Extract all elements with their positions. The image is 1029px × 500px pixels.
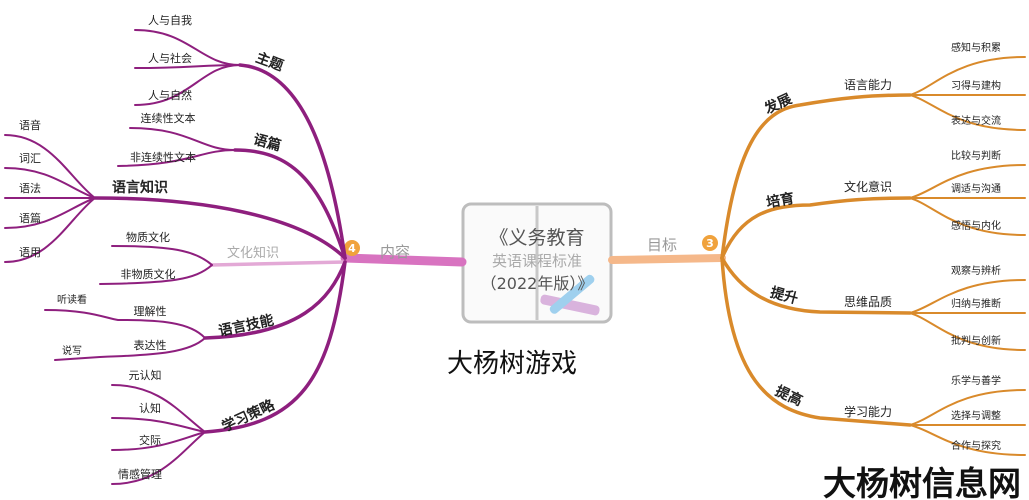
goal-leaf-label: 比较与判断 [951, 149, 1001, 162]
branch-line [111, 384, 206, 433]
leaf-label: 语篇 [19, 211, 41, 225]
goal-leaf-label: 批判与创新 [951, 334, 1001, 347]
goal-trunk [608, 254, 726, 264]
branch-line [44, 309, 206, 339]
branch-line [4, 134, 96, 199]
leaf-label: 非物质文化 [121, 267, 176, 281]
leaf-label: 人与自我 [148, 14, 192, 27]
branch-line [4, 167, 96, 199]
branch-line [720, 256, 912, 315]
branch-line [203, 260, 347, 434]
goal-leaf-label: 合作与探究 [951, 439, 1001, 452]
content-badge-circle [344, 240, 360, 256]
branch-line [720, 256, 912, 427]
goal-label: 目标 [647, 236, 677, 254]
goal-badge: 3 [706, 237, 714, 250]
branch-line [117, 149, 236, 167]
branch-line [111, 431, 206, 451]
branch-line [720, 196, 912, 260]
branch-line [210, 260, 347, 267]
leaf-label: 非连续性文本 [130, 150, 196, 164]
branch-line [111, 431, 206, 485]
goal-sub-label: 语言能力 [844, 78, 892, 92]
goal-branch-label: 提升 [768, 284, 799, 308]
leaf-label: 交际 [139, 433, 161, 447]
sub-branch-label: 理解性 [134, 304, 167, 318]
branch-line [4, 197, 96, 263]
branch-line [909, 279, 1026, 314]
content-label: 内容 [380, 243, 410, 261]
branch-label-language-knowledge: 语言知识 [112, 179, 168, 196]
branch-line [111, 245, 213, 266]
branch-label-culture-knowledge: 文化知识 [227, 245, 279, 261]
branch-line [909, 389, 1026, 426]
branch-line [134, 64, 241, 106]
goal-leaf-label: 乐学与善学 [951, 374, 1001, 387]
goal-sub-label: 思维品质 [844, 295, 892, 309]
content-trunk [340, 253, 467, 267]
branch-line [134, 64, 241, 69]
goal-leaf-label: 选择与调整 [951, 409, 1001, 422]
branch-line [233, 148, 347, 260]
leaf-label: 人与社会 [148, 51, 192, 65]
branch-line [909, 312, 1026, 351]
sub-branch-label: 表达性 [134, 338, 167, 352]
leaf-label: 情感管理 [118, 467, 162, 481]
goal-leaf-label: 感悟与内化 [951, 219, 1001, 232]
goal-sub-label: 学习能力 [844, 404, 892, 419]
leaf-label: 词汇 [19, 152, 41, 165]
branch-line [909, 94, 1026, 131]
branch-line [93, 196, 347, 260]
branch-line [909, 197, 1026, 236]
branch-line [238, 63, 347, 260]
goal-branch-label: 提高 [773, 382, 806, 409]
branch-line [4, 197, 96, 229]
center-title-line1: 《义务教育 [489, 227, 584, 249]
content-badge: 4 [348, 242, 356, 255]
branch-line [909, 164, 1026, 199]
leaf-label: 语法 [19, 181, 41, 195]
branch-line [134, 29, 241, 66]
leaf-label: 说写 [62, 344, 82, 357]
leaf-label: 连续性文本 [141, 111, 196, 125]
center-watermark: 大杨树游戏 [447, 349, 577, 379]
branch-line [129, 127, 236, 151]
goal-branch-label: 培育 [765, 190, 796, 212]
goal-sub-label: 文化意识 [844, 179, 892, 194]
goal-leaf-label: 观察与辨析 [951, 264, 1001, 277]
branch-line [54, 337, 206, 361]
goal-leaf-label: 感知与积累 [951, 41, 1001, 54]
branch-line [909, 56, 1026, 96]
branch-label-discourse: 语篇 [251, 131, 282, 155]
goal-leaf-label: 表达与交流 [951, 114, 1001, 127]
branch-line [720, 93, 912, 260]
corner-watermark: 大杨树信息网 [823, 464, 1021, 500]
goal-leaf-label: 习得与建构 [951, 79, 1001, 92]
leaf-label: 认知 [139, 401, 161, 415]
goal-leaf-label: 归纳与推断 [951, 297, 1001, 310]
leaf-label: 语用 [19, 246, 41, 259]
center-title-line2: 英语课程标准 [492, 252, 582, 270]
center-title-line3: （2022年版）》 [481, 274, 594, 293]
branch-line [111, 417, 206, 433]
goal-badge-circle [702, 235, 718, 251]
leaf-label: 物质文化 [126, 230, 170, 244]
leaf-label: 语音 [19, 118, 41, 132]
branch-line [99, 264, 213, 285]
branch-line [203, 260, 347, 340]
leaf-label: 听读看 [57, 293, 87, 306]
branch-line [909, 424, 1026, 456]
leaf-label: 元认知 [129, 368, 162, 382]
goal-leaf-label: 调适与沟通 [951, 182, 1001, 195]
leaf-label: 人与自然 [148, 88, 192, 102]
